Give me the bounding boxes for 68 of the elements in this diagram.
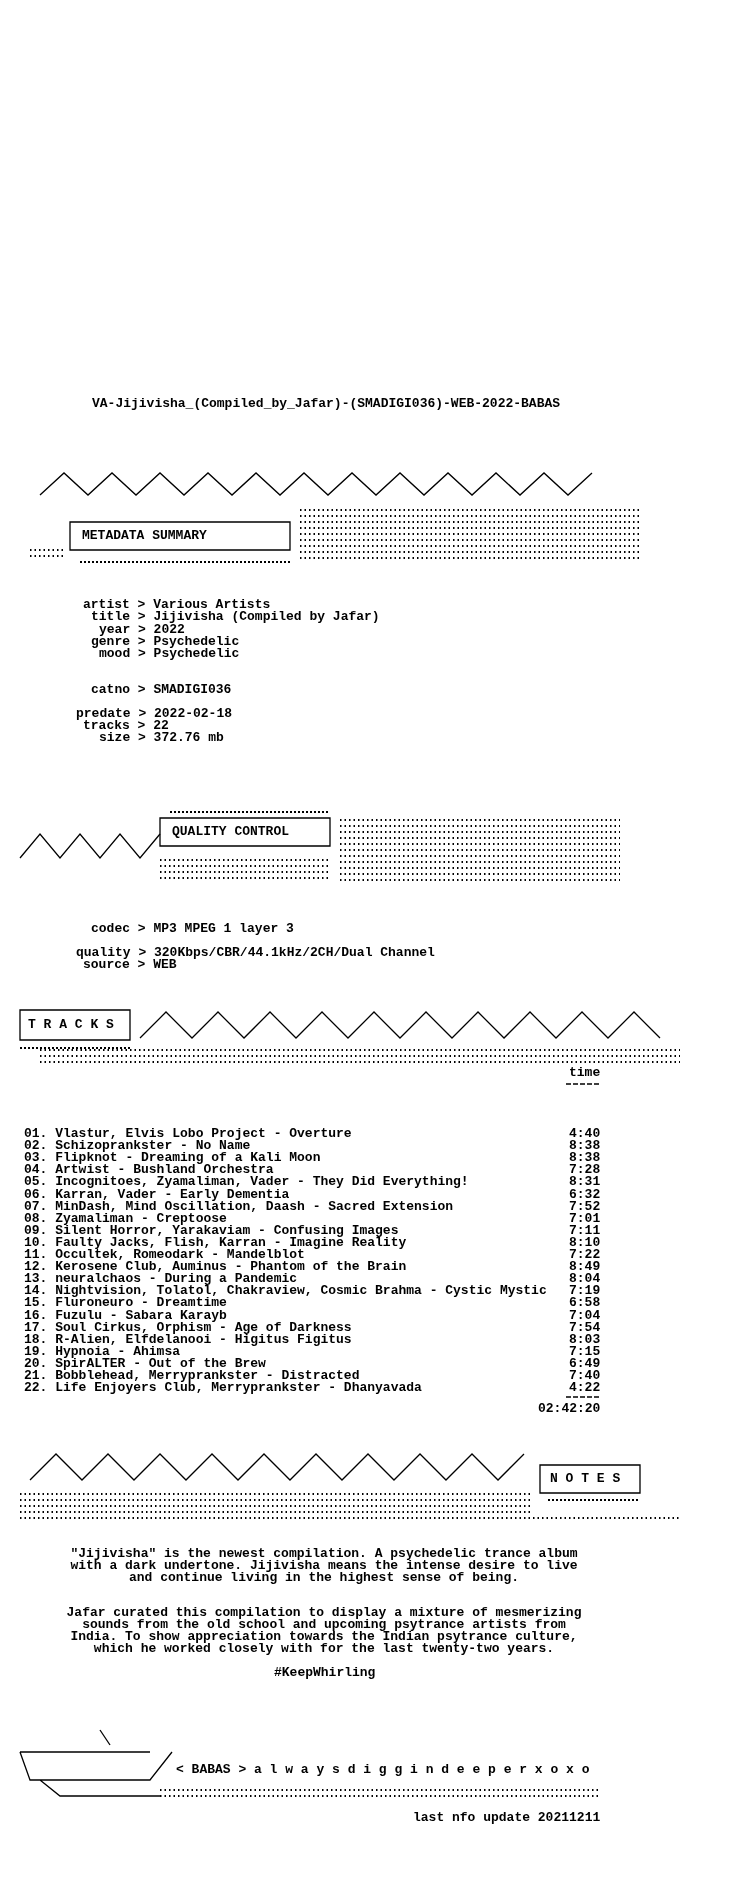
track-duration: 7:52 [569,1201,601,1213]
track-duration: 7:22 [569,1249,601,1261]
metadata-line: size > 372.76 mb [99,732,224,744]
track-title: 13. neuralchaos - During a Pandemic [24,1273,298,1285]
track-duration: 8:38 [569,1152,601,1164]
track-duration: 7:19 [569,1285,601,1297]
track-title: 11. Occultek, Romeodark - Mandelblot [24,1249,305,1261]
quality-line: codec > MP3 MPEG 1 layer 3 [91,923,294,935]
metadata-line: mood > Psychedelic [99,648,240,660]
track-duration: 6:32 [569,1189,601,1201]
track-title: 03. Flipknot - Dreaming of a Kali Moon [24,1152,321,1164]
track-duration: 8:03 [569,1334,601,1346]
track-duration: 7:15 [569,1346,601,1358]
release-name: VA-Jijivisha_(Compiled_by_Jafar)-(SMADIGI036)-WEB-2022-BABAS [92,398,561,410]
track-duration: 8:49 [569,1261,601,1273]
track-title: 07. MinDash, Mind Oscillation, Daash - Sacred Extension [24,1201,454,1213]
metadata-line: genre > Psychedelic [91,636,240,648]
track-title: 12. Kerosene Club, Auminus - Phantom of the Brain [24,1261,407,1273]
section-heading: QUALITY CONTROL [172,826,290,838]
metadata-line: title > Jijivisha (Compiled by Jafar) [91,611,380,623]
notes-paragraph: "Jijivisha" is the newest compilation. A psychedelic trance album with a dark undertone. Jijivisha means the intense desire to live and continue living in the highest sense of being. [69,1548,579,1584]
section-heading: METADATA SUMMARY [82,530,207,542]
track-title: 17. Soul Cirkus, Orphism - Age of Darkness [24,1322,352,1334]
track-title: 21. Bobblehead, Merryprankster - Distracted [24,1370,360,1382]
track-title: 18. R-Alien, Elfdelanooi - Higitus Figitus [24,1334,352,1346]
track-duration: 8:04 [569,1273,601,1285]
track-duration: 8:38 [569,1140,601,1152]
track-duration: 7:11 [569,1225,601,1237]
notes-paragraph: Jafar curated this compilation to display a mixture of mesmerizing sounds from the old school and upcoming psytrance artists from India. To show appreciation towards the Indian psytrance culture, which he worked closely with for the last twenty-two years. [65,1607,583,1655]
metadata-line: tracks > 22 [83,720,169,732]
track-title: 16. Fuzulu - Sabara Karayb [24,1310,227,1322]
total-duration: 02:42:20 [538,1403,601,1415]
track-duration: 4:22 [569,1382,601,1394]
track-duration: 7:28 [569,1164,601,1176]
track-title: 15. Fluroneuro - Dreamtime [24,1297,227,1309]
quality-line: source > WEB [83,959,177,971]
track-title: 20. SpirALTER - Out of the Brew [24,1358,266,1370]
track-duration: 8:31 [569,1176,601,1188]
track-duration: 6:49 [569,1358,601,1370]
track-title: 22. Life Enjoyers Club, Merryprankster - Dhanyavada [24,1382,422,1394]
quality-line: quality > 320Kbps/CBR/44.1kHz/2CH/Dual Channel [76,947,435,959]
track-title: 05. Incognitoes, Zyamaliman, Vader - They Did Everything! [24,1176,469,1188]
track-title: 19. Hypnoia - Ahimsa [24,1346,181,1358]
hashtag: #KeepWhirling [274,1667,376,1679]
metadata-line: year > 2022 [99,624,185,636]
track-title: 09. Silent Horror, Yarakaviam - Confusing Images [24,1225,399,1237]
track-duration: 6:58 [569,1297,601,1309]
track-title: 10. Faulty Jacks, Flish, Karran - Imagine Reality [24,1237,407,1249]
track-title: 08. Zyamaliman - Creptoose [24,1213,227,1225]
track-duration: 7:54 [569,1322,601,1334]
track-title: 01. Vlastur, Elvis Lobo Project - Overture [24,1128,352,1140]
track-title: 02. Schizoprankster - No Name [24,1140,251,1152]
update-note: last nfo update 20211211 [413,1812,601,1824]
column-header: time [569,1067,601,1079]
track-title: 06. Karran, Vader - Early Dementia [24,1189,290,1201]
metadata-line: artist > Various Artists [83,599,271,611]
metadata-line: catno > SMADIGI036 [91,684,232,696]
track-duration: 7:01 [569,1213,601,1225]
section-heading: N O T E S [550,1473,621,1485]
track-title: 14. Nightvision, Tolatol, Chakraview, Cosmic Brahma - Cystic Mystic [24,1285,547,1297]
track-duration: 8:10 [569,1237,601,1249]
signature-line: < BABAS > a l w a y s d i g g i n d e e p e r x o x o [176,1764,590,1776]
track-duration: 7:04 [569,1310,601,1322]
metadata-line: predate > 2022-02-18 [76,708,233,720]
track-duration: 4:40 [569,1128,601,1140]
section-heading: T R A C K S [28,1019,114,1031]
track-duration: 7:40 [569,1370,601,1382]
track-title: 04. Artwist - Bushland Orchestra [24,1164,274,1176]
